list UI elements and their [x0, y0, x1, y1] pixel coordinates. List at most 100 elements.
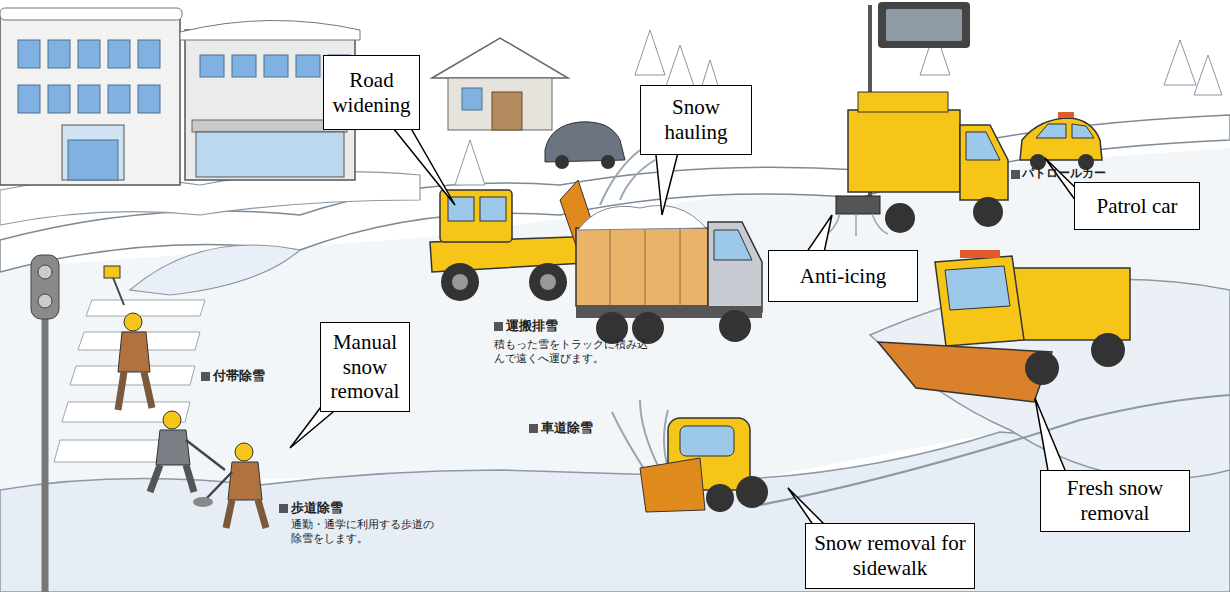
anti-icing-truck	[960, 125, 1008, 200]
workers	[156, 430, 190, 465]
snow-plow-truck	[1091, 333, 1125, 367]
buildings	[296, 55, 320, 77]
snow-plow-truck	[945, 266, 1010, 310]
buildings	[200, 55, 224, 77]
callout-text: Snow removal for sidewalk	[811, 531, 969, 581]
callout-box: Fresh snow removal	[1040, 470, 1190, 532]
dump-truck	[645, 228, 646, 306]
callout-box: Anti-icing	[768, 250, 918, 302]
sidewalk-snow-blower	[612, 400, 768, 512]
workers	[118, 372, 152, 410]
workers	[112, 275, 124, 305]
label-markers	[201, 170, 1020, 513]
workers	[104, 266, 266, 528]
trees	[455, 30, 1222, 185]
buildings	[448, 78, 552, 130]
buildings	[232, 55, 256, 77]
sidewalk-snow-blower	[640, 458, 705, 512]
callout-text: Patrol car	[1096, 194, 1177, 219]
workers	[193, 497, 213, 507]
workers	[124, 313, 142, 331]
anti-icing-truck	[825, 92, 1008, 236]
buildings	[78, 85, 100, 113]
buildings	[18, 40, 40, 68]
workers	[235, 443, 253, 461]
callout-text: Snow hauling	[646, 95, 746, 145]
label-markers	[494, 322, 503, 331]
buildings	[264, 55, 288, 77]
buildings	[0, 15, 180, 185]
buildings	[78, 40, 100, 68]
workers	[226, 500, 266, 528]
patrol-car	[1020, 112, 1102, 170]
buildings	[601, 155, 615, 169]
sidewalk-snow-blower	[706, 484, 734, 512]
callout-tails	[385, 118, 455, 205]
buildings	[108, 40, 130, 68]
anti-icing-truck	[885, 203, 915, 233]
patrol-car	[1036, 124, 1066, 138]
buildings	[545, 122, 625, 162]
label-markers	[279, 504, 288, 513]
callout-text: Fresh snow removal	[1046, 476, 1184, 526]
callout-text: Road widening	[329, 68, 414, 118]
workers	[186, 440, 225, 470]
buildings	[0, 8, 625, 185]
buildings	[462, 88, 482, 110]
dump-truck	[714, 230, 752, 260]
callout-tails	[655, 145, 680, 215]
grader	[441, 263, 479, 301]
callout-box: Snow hauling	[640, 85, 752, 155]
buildings	[0, 8, 182, 20]
callout-box: Road widening	[323, 55, 420, 130]
japanese-label: 積もった雪をトラックに積み込んで遠くへ運びます。	[494, 338, 654, 367]
label-markers	[201, 372, 210, 381]
traffic-light	[38, 294, 52, 308]
trees	[1164, 40, 1196, 85]
trees	[1194, 55, 1222, 95]
road-sign	[878, 2, 970, 48]
callout-box: Manual snow removal	[320, 322, 410, 412]
trees	[455, 140, 485, 185]
traffic-light	[31, 255, 59, 319]
traffic-light	[42, 300, 49, 592]
anti-icing-truck	[825, 214, 888, 236]
japanese-label: 車道除雪	[541, 420, 631, 437]
snow-plow-truck	[960, 250, 1000, 258]
sidewalk-snow-blower	[736, 476, 768, 508]
snow-plow-truck	[935, 256, 1024, 346]
workers	[205, 472, 232, 500]
road-sign	[886, 9, 962, 41]
grader	[529, 263, 567, 301]
callout-text: Manual snow removal	[326, 330, 404, 404]
buildings	[62, 125, 124, 180]
trees	[635, 30, 665, 75]
grader	[452, 274, 468, 290]
dump-truck	[578, 206, 706, 231]
anti-icing-truck	[858, 92, 948, 112]
japanese-label: 付帯除雪	[213, 368, 303, 385]
buildings	[18, 85, 40, 113]
buildings	[68, 140, 118, 180]
buildings	[432, 38, 568, 78]
buildings	[138, 85, 160, 113]
buildings	[108, 85, 130, 113]
dump-truck	[610, 228, 611, 306]
buildings	[48, 85, 70, 113]
label-markers	[1011, 170, 1020, 179]
workers	[118, 332, 150, 372]
callout-box: Patrol car	[1074, 182, 1200, 230]
callout-text: Anti-icing	[800, 264, 886, 289]
patrol-car	[1058, 112, 1074, 118]
anti-icing-truck	[848, 110, 960, 192]
dump-truck	[576, 228, 708, 306]
japanese-label: パトロールカー	[1022, 166, 1132, 182]
workers	[150, 465, 194, 492]
snow-plow-truck	[1010, 268, 1130, 340]
patrol-car	[1072, 124, 1094, 138]
grader	[480, 197, 506, 221]
label-markers	[529, 424, 538, 433]
traffic-light	[31, 255, 59, 592]
